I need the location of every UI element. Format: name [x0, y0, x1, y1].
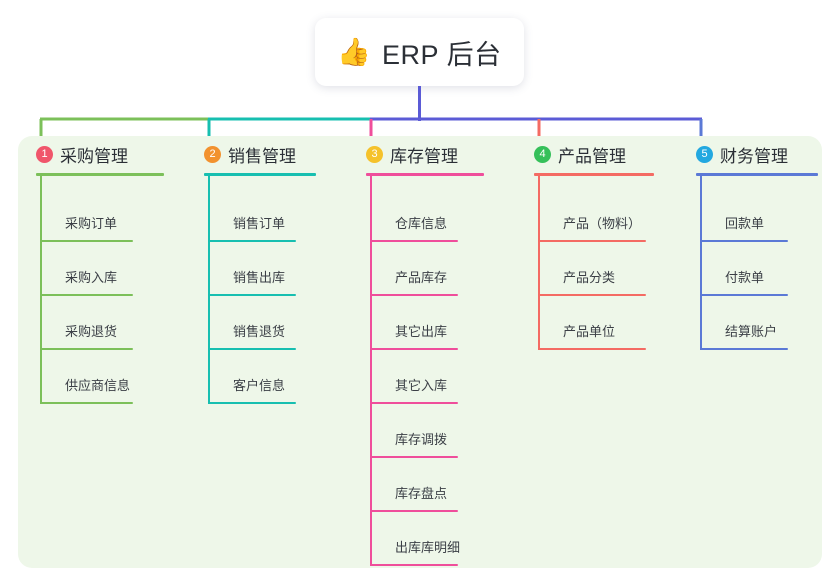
leaf-label: 客户信息 [233, 378, 286, 393]
leaf-item[interactable]: 销售订单 [208, 188, 296, 242]
leaf-label: 产品（物料） [563, 216, 642, 231]
leaf-rule [40, 294, 133, 296]
leaf-rule [700, 294, 788, 296]
leaf-item[interactable]: 销售退货 [208, 296, 296, 350]
column-title-2: 销售管理 [228, 146, 296, 166]
column-badge-1: 1 [36, 145, 53, 163]
column-4: 4 产品管理产品（物料） 产品分类产品单位 [516, 136, 654, 350]
leaf-label: 采购退货 [65, 324, 118, 339]
leaf-item[interactable]: 产品单位 [538, 296, 646, 350]
leaf-label: 仓库信息 [395, 216, 448, 231]
column-badge-2: 2 [204, 145, 221, 163]
column-spine-2 [208, 176, 210, 404]
column-header-4[interactable]: 4 产品管理 [516, 136, 626, 172]
leaf-rule [370, 564, 458, 566]
leaf-label: 产品库存 [395, 270, 448, 285]
column-rule-2 [204, 173, 316, 176]
leaf-label: 出库库明细 [395, 540, 461, 555]
column-title-4: 产品管理 [558, 146, 626, 166]
leaf-rule [370, 348, 458, 350]
column-header-3[interactable]: 3 库存管理 [348, 136, 458, 172]
leaf-item[interactable]: 供应商信息 [40, 350, 133, 404]
leaf-rule [208, 240, 296, 242]
leaf-rule [370, 402, 458, 404]
column-header-1[interactable]: 1 采购管理 [18, 136, 128, 172]
column-spine-5 [700, 176, 702, 350]
leaf-item[interactable]: 库存盘点 [370, 458, 458, 512]
column-header-5[interactable]: 5 财务管理 [678, 136, 788, 172]
thumbs-up-icon: 👍 [337, 36, 372, 67]
column-container: 1 采购管理采购订单采购入库采购退货供应商信息 2 销售管理销售订单销售出库销售退货客… [18, 136, 822, 568]
leaf-item[interactable]: 其它出库 [370, 296, 458, 350]
leaf-item[interactable]: 回款单 [700, 188, 788, 242]
column-spine-1 [40, 176, 42, 404]
leaf-rule [370, 510, 458, 512]
leaf-label: 其它入库 [395, 378, 448, 393]
leaf-label: 其它出库 [395, 324, 448, 339]
leaf-label: 产品单位 [563, 324, 616, 339]
leaf-item[interactable]: 付款单 [700, 242, 788, 296]
leaf-rule [370, 294, 458, 296]
leaf-rule [700, 348, 788, 350]
leaf-item[interactable]: 库存调拨 [370, 404, 458, 458]
tree-panel [18, 136, 822, 568]
leaf-label: 库存调拨 [395, 432, 448, 447]
column-spine-4 [538, 176, 540, 350]
leaf-rule [40, 402, 133, 404]
leaf-rule [538, 240, 646, 242]
leaf-label: 采购入库 [65, 270, 118, 285]
leaf-label: 销售出库 [233, 270, 286, 285]
leaf-item[interactable]: 产品分类 [538, 242, 646, 296]
leaf-label: 销售订单 [233, 216, 286, 231]
column-1: 1 采购管理采购订单采购入库采购退货供应商信息 [18, 136, 164, 404]
leaf-label: 结算账户 [725, 324, 778, 339]
leaf-rule [370, 240, 458, 242]
leaf-label: 付款单 [725, 270, 765, 285]
leaf-item[interactable]: 采购订单 [40, 188, 133, 242]
leaf-rule [208, 402, 296, 404]
root-node-title: ERP 后台 [382, 39, 502, 70]
leaf-item[interactable]: 仓库信息 [370, 188, 458, 242]
column-badge-4: 4 [534, 145, 551, 163]
leaf-rule [40, 240, 133, 242]
leaf-item[interactable]: 采购入库 [40, 242, 133, 296]
column-rule-3 [366, 173, 484, 176]
leaf-label: 回款单 [725, 216, 765, 231]
leaf-item[interactable]: 出库库明细 [370, 512, 461, 566]
leaf-rule [538, 348, 646, 350]
leaf-item[interactable]: 销售出库 [208, 242, 296, 296]
column-badge-5: 5 [696, 145, 713, 163]
column-title-3: 库存管理 [390, 146, 458, 166]
leaf-rule [40, 348, 133, 350]
column-rule-1 [36, 173, 164, 176]
column-rule-5 [696, 173, 818, 176]
leaf-label: 销售退货 [233, 324, 286, 339]
column-3: 3 库存管理仓库信息产品库存其它出库其它入库库存调拨库存盘点出库库明细 [348, 136, 484, 566]
leaf-label: 产品分类 [563, 270, 616, 285]
leaf-item[interactable]: 产品（物料） [538, 188, 646, 242]
leaf-item[interactable]: 产品库存 [370, 242, 458, 296]
column-title-1: 采购管理 [60, 146, 128, 166]
leaf-item[interactable]: 结算账户 [700, 296, 788, 350]
column-2: 2 销售管理销售订单销售出库销售退货客户信息 [186, 136, 316, 404]
column-spine-3 [370, 176, 372, 566]
column-rule-4 [534, 173, 654, 176]
root-node-card[interactable]: 👍 ERP 后台 [315, 18, 524, 86]
column-5: 5 财务管理回款单付款单结算账户 [678, 136, 818, 350]
leaf-label: 采购订单 [65, 216, 118, 231]
column-badge-3: 3 [366, 145, 383, 163]
leaf-label: 供应商信息 [65, 378, 131, 393]
leaf-item[interactable]: 客户信息 [208, 350, 296, 404]
column-header-2[interactable]: 2 销售管理 [186, 136, 296, 172]
leaf-item[interactable]: 其它入库 [370, 350, 458, 404]
leaf-label: 库存盘点 [395, 486, 448, 501]
leaf-item[interactable]: 采购退货 [40, 296, 133, 350]
leaf-rule [370, 456, 458, 458]
column-title-5: 财务管理 [720, 146, 788, 166]
leaf-rule [208, 348, 296, 350]
leaf-rule [538, 294, 646, 296]
leaf-rule [208, 294, 296, 296]
leaf-rule [700, 240, 788, 242]
